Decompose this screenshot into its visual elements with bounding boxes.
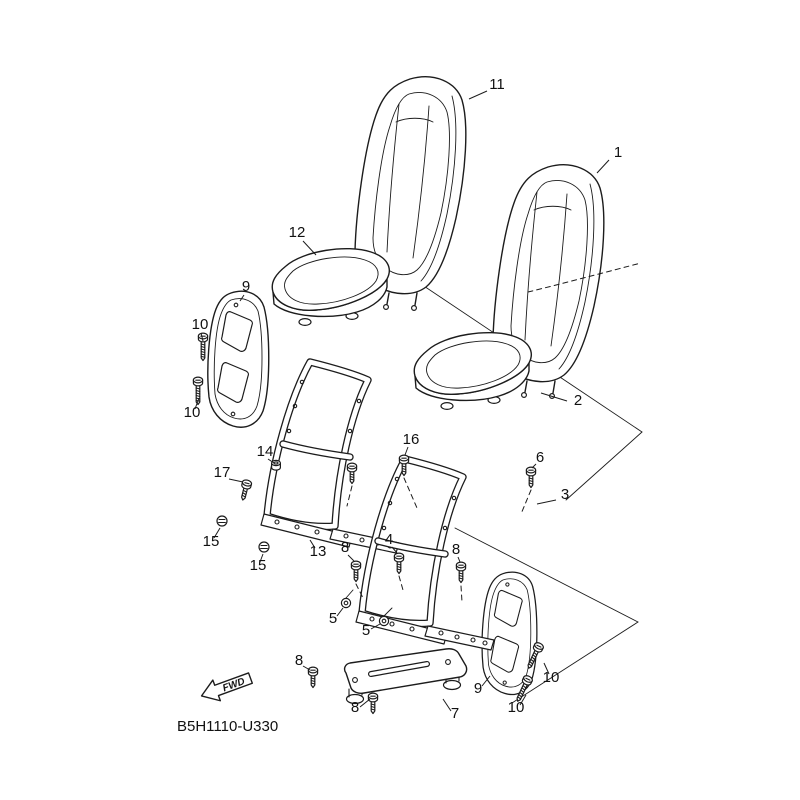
leader-line-8-16	[457, 556, 461, 563]
seat-cushion-left	[271, 247, 390, 327]
callout-10-5: 10	[184, 404, 201, 421]
seat-cushion-right	[413, 331, 532, 411]
leader-line-6-10	[531, 463, 537, 469]
callout-15-17: 15	[250, 557, 267, 574]
leader-line-4-15	[391, 546, 398, 554]
callout-3-11: 3	[561, 486, 569, 503]
part-washer-5a	[340, 597, 352, 609]
leader-line-16-8	[404, 446, 409, 456]
leader-line-8-14	[347, 554, 355, 562]
callout-14-7: 14	[257, 443, 274, 460]
callout-2-6: 2	[574, 392, 582, 409]
part-number: B5H1110-U330	[177, 718, 278, 735]
callout-9-21: 9	[474, 680, 482, 697]
leader-line-3-11	[536, 499, 557, 505]
part-clip-15b	[258, 541, 270, 553]
callout-1-1: 1	[614, 144, 622, 161]
callout-10-22: 10	[543, 669, 560, 686]
callout-8-20: 8	[295, 652, 303, 669]
part-bolt-6	[525, 466, 537, 489]
leader-line-10-22	[543, 662, 550, 675]
callout-16-8: 16	[403, 431, 420, 448]
part-bolt-8b	[455, 561, 467, 584]
callout-4-15: 4	[385, 531, 393, 548]
callout-13-13: 13	[310, 543, 327, 560]
leader-line-11-0	[468, 90, 488, 100]
fwd-label: FWD	[221, 676, 246, 694]
part-bolt-8d	[367, 692, 379, 715]
part-bolt-10-left-upper	[197, 332, 209, 362]
leader-line-10-5	[194, 397, 200, 410]
part-bolt-4	[393, 552, 405, 575]
leader-line-7-24	[442, 698, 452, 712]
leader-line-15-12	[213, 527, 221, 539]
callout-10-4: 10	[192, 316, 209, 333]
side-panel-left	[207, 290, 270, 428]
callout-17-9: 17	[214, 464, 231, 481]
leader-line-10-4	[200, 332, 204, 342]
leader-line-1-1	[596, 159, 610, 174]
part-bolt-16b	[346, 462, 358, 485]
leader-line-14-7	[267, 458, 275, 464]
leader-line-5-19	[370, 623, 381, 630]
callout-12-2: 12	[289, 224, 306, 241]
base-bracket	[343, 648, 468, 705]
callout-11-0: 11	[489, 76, 505, 93]
callout-7-24: 7	[451, 705, 459, 722]
seat-frame-right	[356, 459, 494, 650]
part-clip-15a	[216, 515, 228, 527]
fwd-arrow-icon	[200, 672, 254, 702]
leader-line-8-20	[302, 665, 311, 671]
reference-dashed-lines	[345, 262, 642, 617]
leader-line-5-18	[336, 607, 344, 617]
callout-8-14: 8	[341, 539, 349, 556]
part-washer-5b	[378, 615, 390, 627]
leader-line-12-2	[302, 240, 317, 256]
callout-8-16: 8	[452, 541, 460, 558]
callout-8-23: 8	[351, 699, 359, 716]
leader-line-15-17	[259, 553, 264, 563]
callout-15-12: 15	[203, 533, 220, 550]
leader-line-9-21	[481, 675, 491, 687]
leader-line-8-23	[359, 698, 371, 708]
callout-10-25: 10	[508, 699, 525, 716]
callout-5-19: 5	[362, 622, 370, 639]
callout-9-3: 9	[242, 278, 250, 295]
part-bolt-8a	[350, 560, 362, 583]
leader-line-13-13	[309, 539, 316, 549]
part-bolt-17	[237, 478, 253, 502]
leader-line-10-25	[519, 694, 527, 706]
leader-line-9-3	[239, 294, 245, 302]
leader-line-17-9	[228, 478, 244, 483]
leader-line-2-6	[540, 392, 568, 402]
callout-5-18: 5	[329, 610, 337, 627]
fwd-indicator: FWD	[200, 672, 254, 702]
callout-6-10: 6	[536, 449, 544, 466]
